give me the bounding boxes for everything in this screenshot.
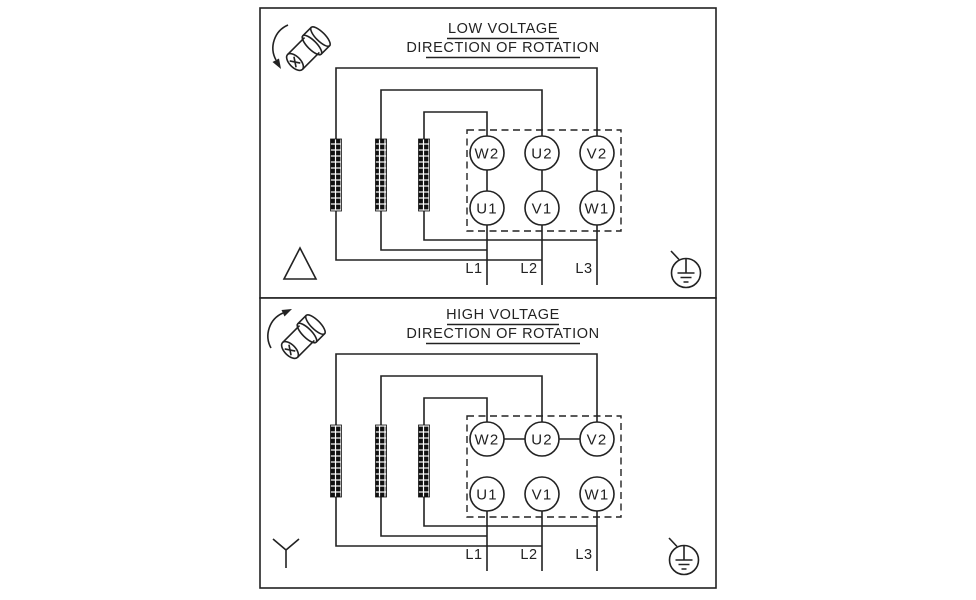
shaft-collar-face	[296, 322, 318, 344]
terminal-block	[375, 138, 387, 212]
winding-wire-v	[335, 67, 598, 261]
terminal-v2: V2	[579, 135, 615, 171]
shaft-collar	[302, 26, 331, 55]
panel-low-voltage: LOW VOLTAGE DIRECTION OF ROTATION	[259, 7, 717, 299]
terminal-label: W1	[585, 201, 610, 218]
motor-shaft-icon	[267, 309, 326, 360]
panel-subtitle: DIRECTION OF ROTATION	[406, 326, 599, 342]
supply-line-label: L3	[575, 261, 592, 277]
terminal-block	[418, 138, 430, 212]
supply-line-label: L3	[575, 547, 592, 563]
winding-wire-w	[423, 111, 597, 241]
supply-line-label: L2	[520, 261, 537, 277]
motor-shaft-icon	[272, 24, 331, 72]
delta-symbol-icon	[282, 246, 318, 280]
shaft-collar-face	[301, 34, 323, 56]
terminal-block	[330, 138, 342, 212]
terminal-label: W1	[585, 487, 610, 504]
terminal-label: U1	[476, 201, 498, 218]
terminal-w2: W2	[469, 135, 505, 171]
rotation-arrow-icon	[272, 24, 289, 69]
terminal-w2: W2	[469, 421, 505, 457]
panel-title: HIGH VOLTAGE	[446, 307, 560, 323]
terminal-block	[375, 424, 387, 498]
terminal-label: U1	[476, 487, 498, 504]
winding-wire-u	[380, 375, 543, 537]
earth-ground-icon	[668, 537, 700, 576]
terminal-u1: U1	[469, 190, 505, 226]
supply-line-label: L1	[465, 547, 482, 563]
terminal-v1: V1	[524, 190, 560, 226]
winding-wire-v	[335, 353, 598, 547]
shaft-face-x-mark	[289, 56, 301, 68]
rotation-arrow-icon	[267, 309, 292, 349]
panel-title: LOW VOLTAGE	[448, 21, 558, 37]
terminal-w1: W1	[579, 190, 615, 226]
winding-wire-w	[423, 397, 597, 527]
terminal-label: U2	[531, 146, 553, 163]
terminal-block	[330, 424, 342, 498]
shaft-body	[282, 325, 315, 358]
terminal-u1: U1	[469, 476, 505, 512]
terminal-v2: V2	[579, 421, 615, 457]
shaft-body	[287, 37, 320, 70]
terminal-block	[418, 424, 430, 498]
terminal-u2: U2	[524, 135, 560, 171]
terminal-label: V2	[587, 432, 608, 449]
terminal-v1: V1	[524, 476, 560, 512]
terminal-label: V1	[532, 201, 553, 218]
terminal-label: U2	[531, 432, 553, 449]
shaft-face-x-mark	[284, 344, 296, 356]
terminal-u2: U2	[524, 421, 560, 457]
terminal-label: W2	[475, 432, 500, 449]
terminal-label: W2	[475, 146, 500, 163]
panel-subtitle: DIRECTION OF ROTATION	[406, 40, 599, 56]
wye-symbol-icon	[272, 538, 300, 568]
terminal-label: V2	[587, 146, 608, 163]
winding-wire-u	[380, 89, 543, 251]
shaft-collar	[297, 314, 326, 343]
earth-ground-icon	[670, 250, 702, 289]
supply-line-label: L1	[465, 261, 482, 277]
supply-line-label: L2	[520, 547, 537, 563]
terminal-label: V1	[532, 487, 553, 504]
terminal-w1: W1	[579, 476, 615, 512]
panel-high-voltage: HIGH VOLTAGE DIRECTION OF ROTATION	[259, 297, 717, 589]
